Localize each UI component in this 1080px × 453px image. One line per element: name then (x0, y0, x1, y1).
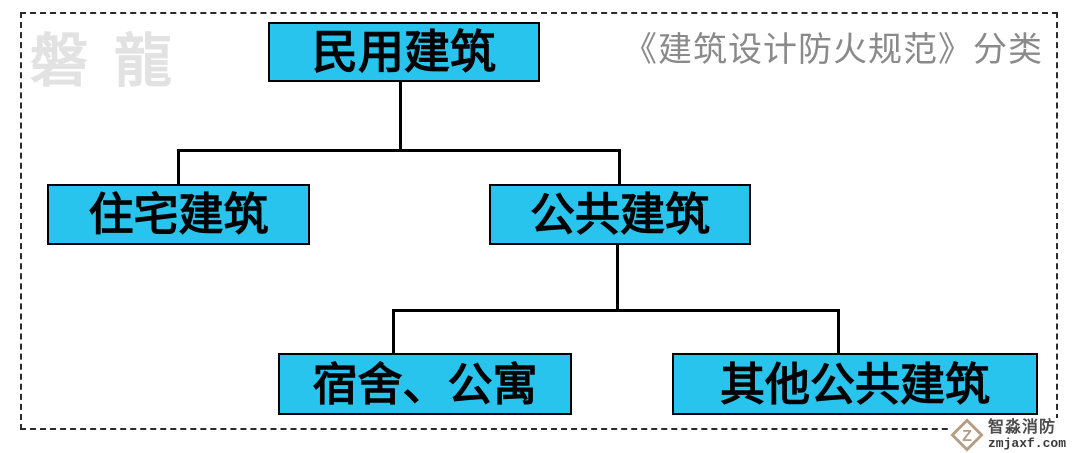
dashed-frame-border (20, 12, 1058, 430)
logo-domain: zmjaxf.com (988, 435, 1067, 451)
node-residential-building: 住宅建筑 (47, 184, 310, 245)
node-other-public-building: 其他公共建筑 (672, 353, 1038, 415)
watermark: 磐龍 (30, 29, 199, 94)
node-public-building: 公共建筑 (489, 184, 751, 245)
node-dormitory-apartment: 宿舍、公寓 (278, 353, 572, 415)
connector-public-down (616, 245, 619, 311)
connector-to-residential (177, 149, 180, 184)
connector-level1-horizontal (177, 149, 621, 152)
diagram-title: 《建筑设计防火规范》分类 (623, 31, 1043, 69)
connector-root-down (399, 82, 402, 150)
node-civil-building: 民用建筑 (268, 22, 540, 82)
connector-to-dormitory (392, 309, 395, 353)
svg-text:Z: Z (962, 427, 972, 445)
connector-level2-horizontal (392, 309, 840, 312)
connector-to-public (618, 149, 621, 184)
logo-text: 智淼消防 zmjaxf.com (988, 418, 1067, 451)
logo: Z 智淼消防 zmjaxf.com (948, 418, 1069, 452)
diamond-z-logo-icon: Z (950, 418, 984, 452)
logo-name: 智淼消防 (988, 418, 1057, 436)
connector-to-other-public (837, 309, 840, 353)
